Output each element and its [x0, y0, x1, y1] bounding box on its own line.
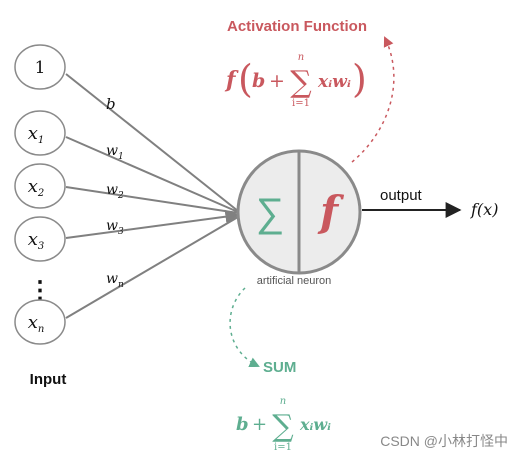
input-node-bias: 1	[14, 44, 66, 90]
sum-arrow	[229, 287, 260, 368]
svg-text:i=1: i=1	[292, 98, 310, 109]
artificial-neuron: ∑ f	[236, 149, 362, 275]
watermark: CSDN @小林打怪中	[380, 433, 508, 449]
svg-text:(: (	[238, 57, 253, 101]
input-ellipsis: ⋮	[28, 275, 52, 304]
activation-arrow	[351, 36, 395, 163]
svg-text:): )	[352, 57, 367, 101]
connection-line-x1	[65, 136, 239, 213]
activation-formula: f ( b + n ∑ i=1 xᵢwᵢ )	[224, 52, 367, 109]
input-node-label: x1	[28, 123, 45, 146]
edge-label-wn: wn	[106, 271, 124, 290]
edge-label-w1: w1	[106, 143, 124, 162]
svg-text:∑: ∑	[290, 65, 312, 100]
input-node-label: x2	[28, 176, 45, 199]
edge-label-w3: w3	[106, 218, 124, 237]
input-node-x3: x3	[14, 216, 66, 262]
input-node-x1: x1	[14, 110, 66, 156]
activation-title: Activation Function	[227, 18, 367, 35]
sum-title: SUM	[263, 359, 296, 376]
svg-text:xᵢwᵢ: xᵢwᵢ	[299, 415, 331, 434]
input-node-label: x3	[28, 229, 45, 252]
svg-text:xᵢwᵢ: xᵢwᵢ	[317, 72, 351, 92]
sum-formula: b + n ∑ i=1 xᵢwᵢ	[236, 396, 331, 453]
svg-text:i=1: i=1	[274, 442, 292, 453]
sum-symbol: ∑	[256, 191, 285, 235]
output-label: output	[380, 187, 423, 204]
input-connections	[65, 73, 240, 319]
edge-label-b: b	[106, 95, 116, 113]
svg-text:n: n	[298, 52, 304, 63]
svg-text:∑: ∑	[272, 409, 294, 444]
connection-line-x2	[65, 186, 239, 214]
edge-labels: b w1 w2 w3 wn	[106, 95, 124, 290]
input-node-x2: x2	[14, 163, 66, 209]
input-node-label: 1	[35, 58, 46, 78]
svg-text:+: +	[269, 70, 285, 92]
connection-line-x3	[65, 209, 240, 239]
connection-line-xn	[65, 216, 239, 319]
neuron-caption: artificial neuron	[257, 275, 332, 287]
svg-text:+: +	[252, 414, 267, 435]
svg-text:b: b	[236, 414, 249, 435]
svg-text:n: n	[280, 396, 286, 407]
input-title: Input	[30, 371, 67, 388]
input-node-xn: xn	[14, 299, 66, 345]
edge-label-w2: w2	[106, 182, 124, 201]
output-result: f(x)	[470, 200, 498, 219]
svg-text:f: f	[224, 67, 239, 93]
connection-line-bias	[65, 73, 239, 212]
input-node-label: xn	[28, 312, 45, 335]
svg-text:b: b	[252, 70, 265, 92]
